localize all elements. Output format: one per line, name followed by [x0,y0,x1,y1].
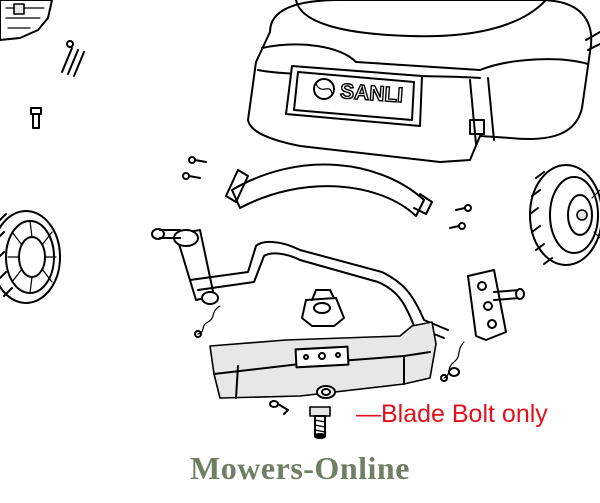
small-fasteners [269,367,460,415]
right-wheel [529,164,600,266]
left-wheel [0,210,61,304]
cutting-blade [209,321,437,399]
right-height-bracket [467,269,525,341]
flap-screws [182,156,472,230]
spring-left [194,305,221,338]
rear-flap [225,163,433,217]
watermark-text: Mowers-Online [190,450,410,486]
axle-rod [189,240,449,339]
handle-stub [585,31,600,51]
blade-washer [316,385,336,399]
blade-bolt [309,406,331,439]
spring-right [440,341,465,382]
brand-logo-text: SANLI [339,80,403,107]
screw-left [30,107,42,129]
rear-axle-bracket [151,228,219,305]
blade-bolt-callout: —Blade Bolt only [356,400,548,428]
engine-fragment [0,0,53,41]
blade-adaptor [301,289,345,327]
cable-clip-pins [61,40,85,77]
mower-deck: SANLI [247,0,593,163]
